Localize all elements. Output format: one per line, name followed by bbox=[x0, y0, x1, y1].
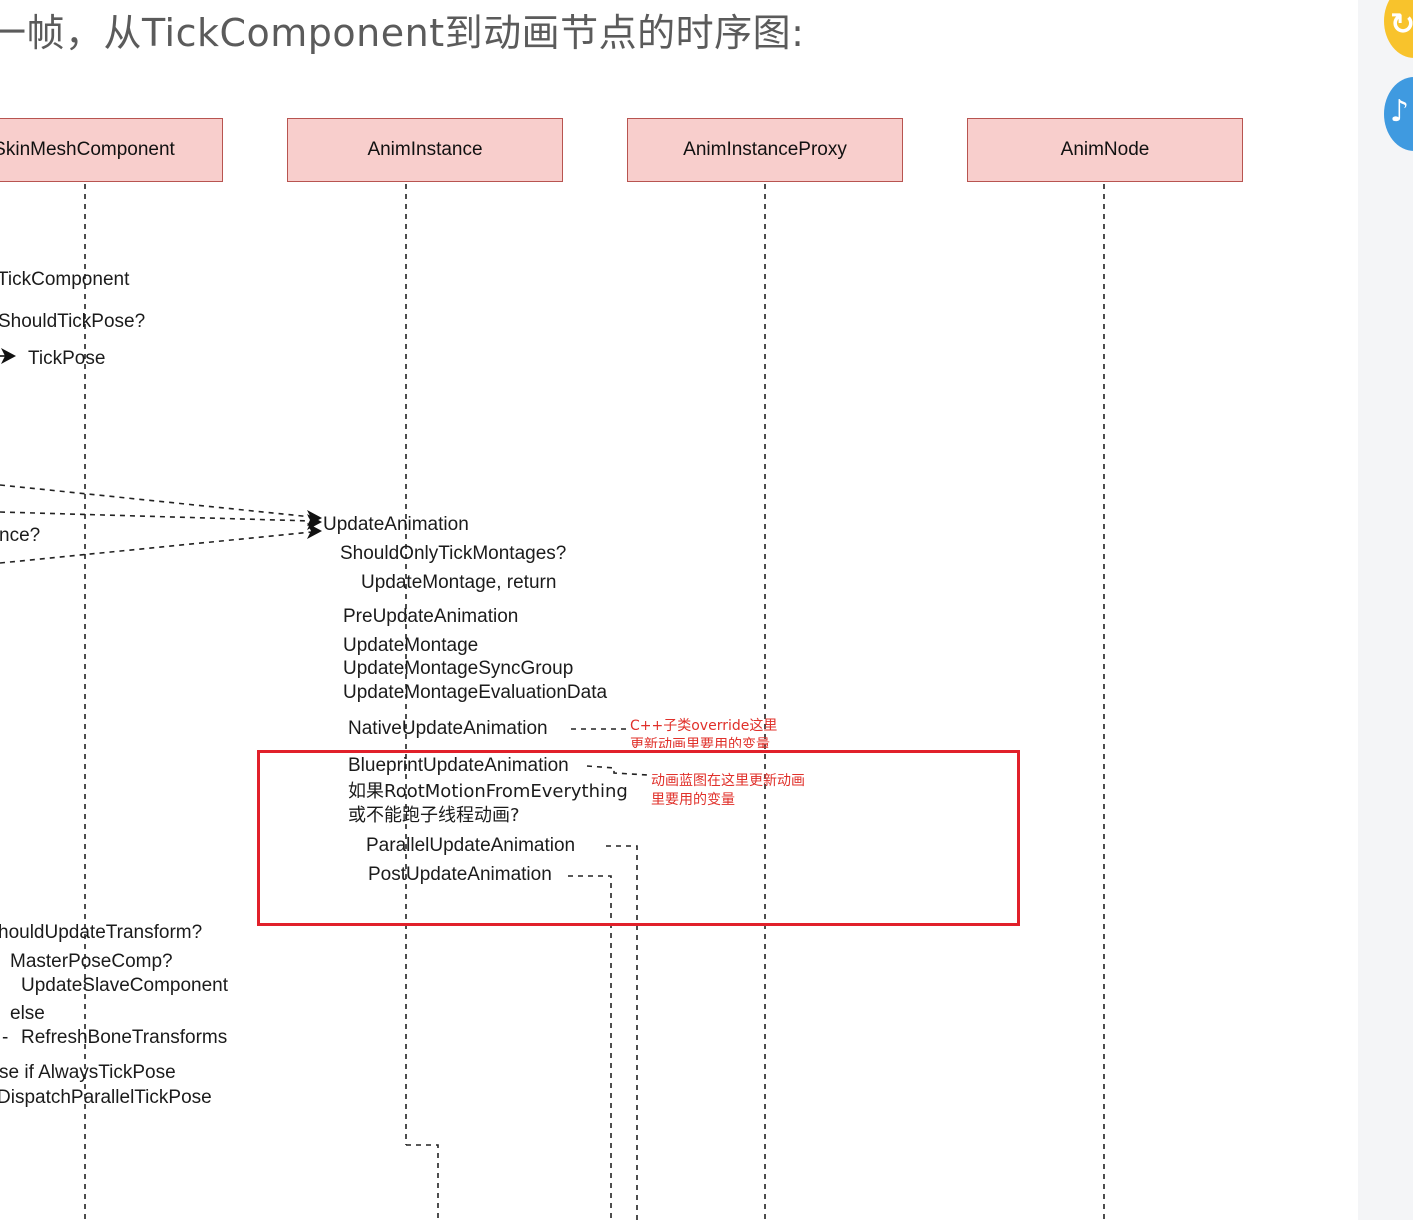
label-parallel-update-animation: ParallelUpdateAnimation bbox=[366, 835, 576, 856]
label-else-if-always-tick-pose: se if AlwaysTickPose bbox=[0, 1062, 176, 1083]
return-path-parallel-update bbox=[606, 845, 638, 1220]
arrowhead-tickpose bbox=[1, 348, 16, 364]
label-instance-q: nce? bbox=[0, 525, 41, 546]
label-dispatch-parallel-tick-pose: DispatchParallelTickPose bbox=[0, 1087, 212, 1108]
label-master-pose-comp: MasterPoseComp? bbox=[10, 951, 173, 972]
label-update-montage-return: UpdateMontage, return bbox=[361, 572, 557, 593]
sequence-lines bbox=[0, 184, 1105, 1220]
lane-animinstanceproxy: AnimInstanceProxy bbox=[627, 118, 903, 182]
lane-label: SkinMeshComponent bbox=[0, 139, 175, 160]
label-update-montage-evaluation-data: UpdateMontageEvaluationData bbox=[343, 682, 608, 703]
label-post-update-animation: PostUpdateAnimation bbox=[368, 864, 552, 885]
highlight-frame bbox=[257, 750, 1020, 926]
label-should-tick-pose: ShouldTickPose? bbox=[0, 311, 146, 332]
note-cpp-line1: C++子类override这里 bbox=[630, 718, 778, 734]
lane-animnode: AnimNode bbox=[967, 118, 1243, 182]
note-bp-line2: 里要用的变量 bbox=[651, 792, 735, 808]
lane-label: AnimInstance bbox=[367, 139, 483, 160]
call-line-2 bbox=[0, 511, 313, 522]
label-root-motion-line1: 如果RootMotionFromEverything bbox=[348, 781, 628, 802]
arrowhead-3 bbox=[307, 523, 322, 539]
label-update-slave-component: UpdateSlaveComponent bbox=[21, 975, 229, 996]
label-update-montage-sync-group: UpdateMontageSyncGroup bbox=[343, 658, 574, 679]
refresh-dash: - bbox=[2, 1027, 9, 1048]
lane-label: AnimNode bbox=[1060, 139, 1150, 160]
lane-animinstance: AnimInstance bbox=[287, 118, 563, 182]
note-bp-line1: 动画蓝图在这里更新动画 bbox=[651, 773, 805, 789]
leader-blueprint bbox=[586, 765, 649, 776]
return-path-animinstance bbox=[406, 1144, 439, 1220]
label-tick-pose: TickPose bbox=[28, 348, 106, 369]
call-line-3 bbox=[0, 531, 313, 564]
return-path-post-update bbox=[568, 875, 612, 1220]
label-root-motion-line2: 或不能跑子线程动画? bbox=[348, 805, 520, 826]
label-update-animation: UpdateAnimation bbox=[323, 514, 469, 535]
label-native-update-animation: NativeUpdateAnimation bbox=[348, 718, 548, 739]
label-pre-update-animation: PreUpdateAnimation bbox=[343, 606, 519, 627]
label-should-only-tick-montages: ShouldOnlyTickMontages? bbox=[340, 543, 567, 564]
label-refresh-bone-transforms: RefreshBoneTransforms bbox=[21, 1027, 228, 1048]
label-tick-component: TickComponent bbox=[0, 269, 130, 290]
label-blueprint-update-animation: BlueprintUpdateAnimation bbox=[348, 755, 569, 776]
lane-label: AnimInstanceProxy bbox=[683, 139, 847, 160]
right-sidebar bbox=[1358, 0, 1413, 1220]
badge-glyph: ♪ bbox=[1390, 94, 1410, 129]
note-cpp-line2: 更新动画里要用的变量 bbox=[630, 737, 770, 748]
label-update-montage: UpdateMontage bbox=[343, 635, 479, 656]
label-else: else bbox=[10, 1003, 45, 1024]
label-should-update-transform: houldUpdateTransform? bbox=[0, 922, 203, 943]
page-heading: 一帧，从TickComponent到动画节点的时序图: bbox=[0, 11, 805, 55]
badge-glyph: ↻ bbox=[1390, 7, 1413, 42]
call-line-1 bbox=[0, 484, 313, 518]
lane-skinmeshcomponent: SkinMeshComponent bbox=[0, 118, 223, 182]
